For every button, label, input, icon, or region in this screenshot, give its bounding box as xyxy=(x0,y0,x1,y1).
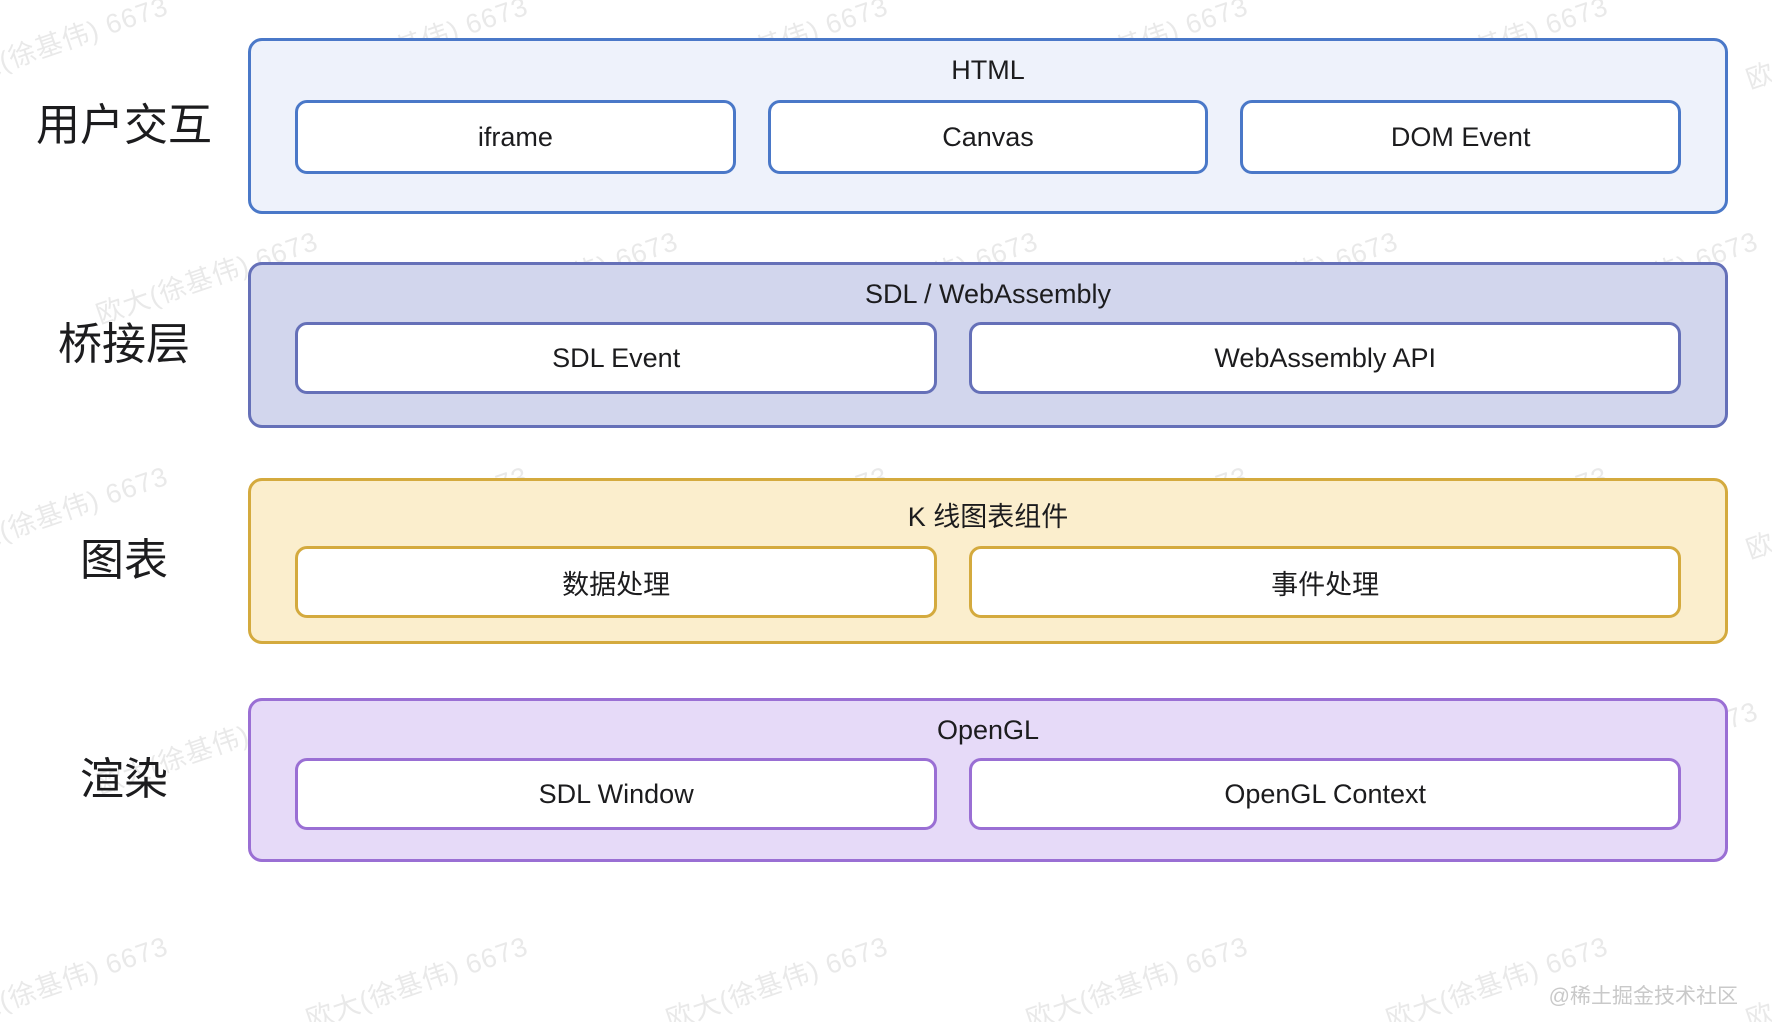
node-opengl-context[interactable]: OpenGL Context xyxy=(969,758,1681,830)
panel-children-sdl-webassembly: SDL Event WebAssembly API xyxy=(295,322,1681,394)
node-event-processing[interactable]: 事件处理 xyxy=(969,546,1681,618)
layer-row-user-interaction: 用户交互 HTML iframe Canvas DOM Event xyxy=(0,38,1772,214)
panel-title-html: HTML xyxy=(951,55,1025,85)
panel-kline-chart-component: K 线图表组件 数据处理 事件处理 xyxy=(248,478,1728,644)
panel-children-html: iframe Canvas DOM Event xyxy=(295,100,1682,174)
node-webassembly-api[interactable]: WebAssembly API xyxy=(969,322,1681,394)
panel-children-opengl: SDL Window OpenGL Context xyxy=(295,758,1681,830)
panel-title-kline-chart-component: K 线图表组件 xyxy=(907,502,1069,532)
watermark-text: 欧大(徐基伟) 6673 xyxy=(662,930,892,1022)
layer-row-bridge: 桥接层 SDL / WebAssembly SDL Event WebAssem… xyxy=(0,262,1772,428)
row-label-bridge: 桥接层 xyxy=(58,319,190,369)
footer-credit: @稀土掘金技术社区 xyxy=(1548,985,1738,1008)
panel-title-opengl: OpenGL xyxy=(936,715,1040,745)
panel-title-sdl-webassembly: SDL / WebAssembly xyxy=(864,279,1112,309)
node-dom-event[interactable]: DOM Event xyxy=(1240,100,1682,174)
panel-opengl: OpenGL SDL Window OpenGL Context xyxy=(248,698,1728,862)
node-canvas[interactable]: Canvas xyxy=(767,100,1209,174)
watermark-text: 欧大(徐基伟) 6673 xyxy=(1742,931,1772,1022)
panel-children-kline-chart-component: 数据处理 事件处理 xyxy=(295,546,1681,618)
layer-row-chart: 图表 K 线图表组件 数据处理 事件处理 xyxy=(0,478,1772,644)
row-label-user-interaction: 用户交互 xyxy=(36,100,212,150)
row-label-render: 渲染 xyxy=(80,754,168,804)
layer-row-render: 渲染 OpenGL SDL Window OpenGL Context xyxy=(0,698,1772,862)
panel-html: HTML iframe Canvas DOM Event xyxy=(248,38,1728,214)
watermark-text: 欧大(徐基伟) 6673 xyxy=(1022,930,1252,1022)
node-data-processing[interactable]: 数据处理 xyxy=(295,546,938,618)
watermark-text: 欧大(徐基伟) 6673 xyxy=(302,930,532,1022)
node-iframe[interactable]: iframe xyxy=(295,100,736,174)
panel-sdl-webassembly: SDL / WebAssembly SDL Event WebAssembly … xyxy=(248,262,1728,428)
node-sdl-window[interactable]: SDL Window xyxy=(295,758,938,830)
row-label-chart: 图表 xyxy=(80,535,168,585)
node-sdl-event[interactable]: SDL Event xyxy=(295,322,938,394)
watermark-text: 欧大(徐基伟) 6673 xyxy=(0,930,172,1022)
